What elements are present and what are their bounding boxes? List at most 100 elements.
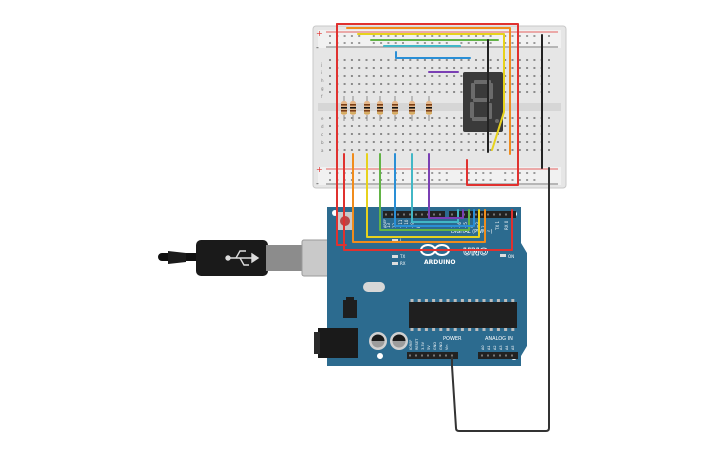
breadboard-hole[interactable] (467, 141, 470, 143)
breadboard-hole[interactable] (526, 117, 529, 119)
header-pin[interactable] (475, 213, 477, 216)
breadboard-hole[interactable] (343, 67, 346, 69)
breadboard-hole[interactable] (460, 91, 463, 93)
breadboard-hole[interactable] (489, 141, 492, 143)
rail-hole[interactable] (460, 179, 463, 181)
breadboard-hole[interactable] (358, 125, 361, 127)
breadboard-hole[interactable] (416, 59, 419, 61)
breadboard-hole[interactable] (350, 133, 353, 135)
wire-purple[interactable] (428, 153, 464, 219)
breadboard-hole[interactable] (350, 149, 353, 151)
breadboard-hole[interactable] (511, 117, 514, 119)
rail-hole[interactable] (394, 42, 397, 44)
breadboard-hole[interactable] (518, 67, 521, 69)
breadboard-hole[interactable] (489, 149, 492, 151)
breadboard-hole[interactable] (460, 117, 463, 119)
breadboard-hole[interactable] (438, 91, 441, 93)
breadboard-hole[interactable] (453, 91, 456, 93)
breadboard-hole[interactable] (431, 133, 434, 135)
breadboard-hole[interactable] (431, 83, 434, 85)
rail-hole[interactable] (329, 179, 331, 181)
rail-hole[interactable] (438, 42, 441, 44)
resistor[interactable] (350, 96, 356, 121)
breadboard-hole[interactable] (475, 141, 477, 143)
rail-hole[interactable] (394, 35, 397, 37)
breadboard-hole[interactable] (343, 133, 346, 135)
rail-hole[interactable] (387, 179, 390, 181)
breadboard-hole[interactable] (467, 67, 470, 69)
rail-hole[interactable] (511, 42, 514, 44)
breadboard-hole[interactable] (380, 59, 383, 61)
header-pin[interactable] (505, 213, 507, 216)
breadboard-hole[interactable] (445, 91, 448, 93)
rail-hole[interactable] (489, 172, 492, 174)
breadboard-hole[interactable] (380, 67, 383, 69)
breadboard-hole[interactable] (438, 83, 441, 85)
breadboard-hole[interactable] (482, 133, 485, 135)
breadboard-hole[interactable] (394, 125, 397, 127)
breadboard-hole[interactable] (526, 141, 529, 143)
breadboard-hole[interactable] (518, 141, 521, 143)
breadboard-hole[interactable] (475, 149, 477, 151)
breadboard-hole[interactable] (394, 141, 397, 143)
rail-hole[interactable] (416, 179, 419, 181)
rail-hole[interactable] (387, 35, 390, 37)
breadboard-hole[interactable] (445, 67, 448, 69)
resistor[interactable] (364, 96, 370, 121)
rail-hole[interactable] (489, 179, 492, 181)
header-pin[interactable] (433, 354, 435, 357)
breadboard-hole[interactable] (533, 83, 536, 85)
rail-hole[interactable] (380, 35, 383, 37)
wire-green[interactable] (379, 153, 470, 231)
breadboard-hole[interactable] (453, 117, 456, 119)
breadboard-hole[interactable] (533, 125, 536, 127)
wire-blue[interactable] (394, 153, 475, 227)
header-pin[interactable] (505, 354, 507, 357)
header-pin[interactable] (409, 354, 411, 357)
breadboard-hole[interactable] (387, 91, 390, 93)
breadboard-hole[interactable] (358, 117, 361, 119)
breadboard-hole[interactable] (409, 75, 412, 77)
breadboard-hole[interactable] (387, 125, 390, 127)
rail-hole[interactable] (482, 35, 485, 37)
breadboard-hole[interactable] (438, 141, 441, 143)
wire-yellow-top[interactable] (357, 33, 505, 151)
header-pin[interactable] (391, 213, 393, 216)
rail-hole[interactable] (475, 179, 477, 181)
rail-hole[interactable] (358, 42, 361, 44)
rail-hole[interactable] (431, 35, 434, 37)
rail-hole[interactable] (475, 35, 477, 37)
breadboard-hole[interactable] (409, 117, 412, 119)
breadboard-hole[interactable] (445, 125, 448, 127)
breadboard-hole[interactable] (533, 75, 536, 77)
breadboard-hole[interactable] (402, 133, 404, 135)
breadboard-hole[interactable] (518, 149, 521, 151)
breadboard-hole[interactable] (526, 67, 529, 69)
breadboard-hole[interactable] (423, 133, 426, 135)
breadboard-hole[interactable] (438, 149, 441, 151)
breadboard-hole[interactable] (460, 75, 463, 77)
breadboard-hole[interactable] (533, 67, 536, 69)
breadboard-hole[interactable] (548, 67, 550, 69)
breadboard-hole[interactable] (475, 59, 477, 61)
breadboard-hole[interactable] (394, 117, 397, 119)
breadboard-hole[interactable] (460, 83, 463, 85)
breadboard-hole[interactable] (329, 75, 331, 77)
rail-hole[interactable] (350, 35, 353, 37)
wire-red-top[interactable] (336, 23, 519, 186)
breadboard-hole[interactable] (453, 133, 456, 135)
breadboard-hole[interactable] (445, 83, 448, 85)
breadboard-hole[interactable] (372, 133, 375, 135)
wire-orange[interactable] (352, 153, 486, 243)
rail-hole[interactable] (533, 35, 536, 37)
rail-hole[interactable] (416, 172, 419, 174)
breadboard-hole[interactable] (482, 67, 485, 69)
header-pin[interactable] (421, 354, 423, 357)
rail-hole[interactable] (358, 172, 361, 174)
breadboard-hole[interactable] (365, 141, 368, 143)
breadboard-hole[interactable] (533, 91, 536, 93)
rail-hole[interactable] (372, 172, 375, 174)
breadboard-hole[interactable] (350, 83, 353, 85)
rail-hole[interactable] (372, 35, 375, 37)
rail-hole[interactable] (482, 172, 485, 174)
